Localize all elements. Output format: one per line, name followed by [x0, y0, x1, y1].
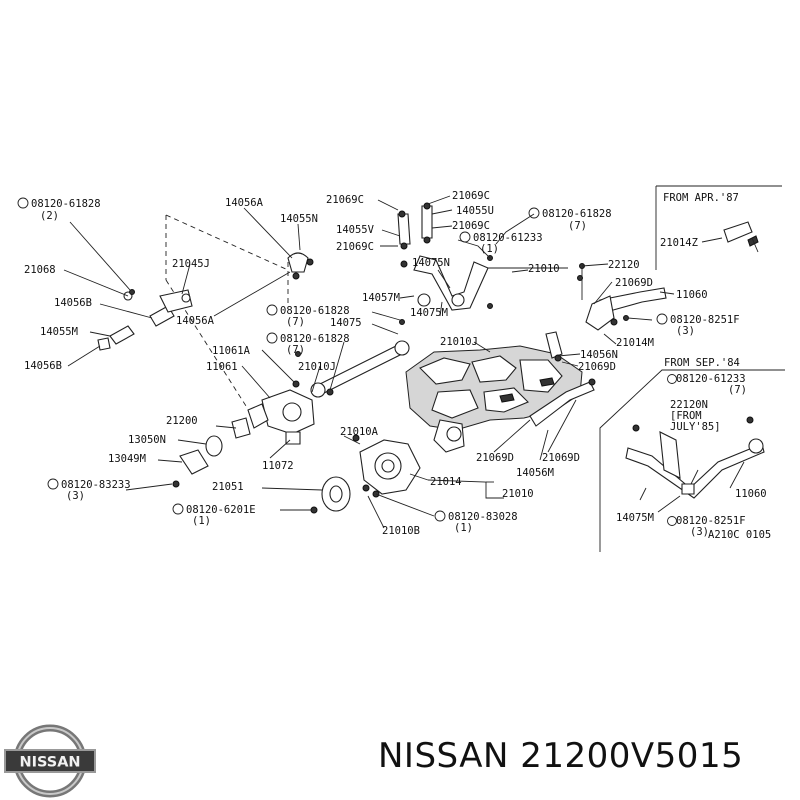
callout-14056a-top: 14056A — [225, 197, 264, 209]
callout-21069c-r: 21069C — [452, 190, 490, 202]
callout-14055v: 14055V — [336, 224, 375, 236]
callout-21014m: 21014M — [616, 337, 654, 349]
callout-11072: 11072 — [262, 460, 294, 472]
callout-13049m: 13049M — [108, 453, 146, 465]
thermostat-parts — [172, 417, 251, 488]
inset-sep84-note-a: 22120N — [670, 399, 708, 411]
callout-14075n: 14075N — [412, 257, 450, 269]
callout-14075: 14075 — [330, 317, 362, 329]
callout-08120-61828-right-qty: (7) — [568, 220, 587, 232]
callout-08120-61828-left-qty: (2) — [40, 210, 59, 222]
callout-08120-6201e-qty: (1) — [192, 515, 211, 527]
callout-11060-right: 11060 — [676, 289, 708, 301]
inset-sep84-bolt-b-qty: (3) — [690, 526, 709, 538]
inset-sep84-bolt-a: 08120-61233 — [676, 373, 746, 385]
callout-22120: 22120 — [608, 259, 640, 271]
callout-21010a: 21010A — [340, 426, 379, 438]
callout-21010b: 21010B — [382, 525, 420, 537]
pipe-14056m — [529, 378, 596, 427]
nissan-logo: NISSAN — [4, 724, 96, 798]
inset-apr87: FROM APR.'87 21014Z — [655, 185, 782, 270]
dashed-guides — [165, 214, 289, 407]
inset-sep84-label: FROM SEP.'84 — [664, 357, 740, 369]
pulley-21051 — [310, 476, 351, 514]
inset-sep84-bolt-b: 08120-8251F — [676, 515, 746, 527]
inset-sep84-bolt-a-qty: (7) — [728, 384, 747, 396]
callout-08120-61828-mid: 08120-61828 — [280, 305, 350, 317]
callout-21069c-r2: 21069C — [452, 220, 490, 232]
inset-sep84-note-c: JULY'85] — [670, 421, 721, 433]
callout-08120-83028: 08120-83028 — [448, 511, 518, 523]
callout-14056m: 14056M — [516, 467, 554, 479]
hose-14056n — [545, 331, 563, 362]
inset-apr87-part: 21014Z — [660, 237, 698, 249]
bolts — [129, 255, 629, 357]
callout-14055u: 14055U — [456, 205, 494, 217]
callout-21069c-a: 21069C — [326, 194, 364, 206]
callout-14075m: 14075M — [410, 307, 448, 319]
callout-08120-6201e: 08120-6201E — [186, 504, 256, 516]
hose-stack — [397, 202, 433, 268]
pipe-14075n — [413, 255, 568, 311]
callout-21069d-bottom: 21069D — [476, 452, 514, 464]
inset-sep84-part-14075m: 14075M — [616, 512, 654, 524]
inset-apr87-label: FROM APR.'87 — [663, 192, 739, 204]
callout-08120-61233-qty: (1) — [480, 243, 499, 255]
thermostat-housing — [247, 380, 334, 445]
callout-21069d-bottom2: 21069D — [542, 452, 580, 464]
callout-14056n: 14056N — [580, 349, 618, 361]
callout-08120-83233-qty: (3) — [66, 490, 85, 502]
callout-08120-8251f-right-qty: (3) — [676, 325, 695, 337]
callout-21014: 21014 — [430, 476, 462, 488]
callout-labels: 08120-61828 (2) 14056A 14055N 21069C 140… — [17, 190, 740, 537]
callout-21045j: 21045J — [172, 258, 210, 270]
callout-08120-8251f-right: 08120-8251F — [670, 314, 740, 326]
logo-text: NISSAN — [19, 755, 80, 771]
pipe-14075 — [310, 340, 410, 398]
callout-13050n: 13050N — [128, 434, 166, 446]
callout-08120-61828-left: 08120-61828 — [31, 198, 101, 210]
inset-sep84-part-11060: 11060 — [735, 488, 767, 500]
engine-block — [405, 345, 583, 453]
callout-08120-83233: 08120-83233 — [61, 479, 131, 491]
callout-08120-61828-right: 08120-61828 — [542, 208, 612, 220]
callout-08120-61828-mid2-qty: (7) — [286, 344, 305, 356]
callout-21010j-a: 21010J — [440, 336, 478, 348]
callout-21010-bottom: 21010 — [502, 488, 534, 500]
callout-14057m: 14057M — [362, 292, 400, 304]
callout-14055m: 14055M — [40, 326, 78, 338]
inset-sep84: FROM SEP.'84 08120-61233 (7) 22120N [FRO… — [599, 357, 785, 552]
callout-08120-61828-mid-qty: (7) — [286, 316, 305, 328]
inset-sep84-ref-code: A210C 0105 — [708, 529, 771, 541]
callout-11061a: 11061A — [212, 345, 251, 357]
part-number-caption: NISSAN 21200V5015 — [378, 736, 744, 776]
callout-21051: 21051 — [212, 481, 244, 493]
callout-21069c-b: 21069C — [336, 241, 374, 253]
callout-08120-61233: 08120-61233 — [473, 232, 543, 244]
pipe-11060 — [579, 263, 667, 331]
callout-14056a-mid: 14056A — [176, 315, 215, 327]
callout-14056b-a: 14056B — [54, 297, 92, 309]
callout-21069d-right: 21069D — [615, 277, 653, 289]
callout-21200: 21200 — [166, 415, 198, 427]
callout-14055n-top: 14055N — [280, 213, 318, 225]
callout-21010j-b: 21010J — [298, 361, 336, 373]
callout-08120-83028-qty: (1) — [454, 522, 473, 534]
callout-21068: 21068 — [24, 264, 56, 276]
callout-08120-61828-mid2: 08120-61828 — [280, 333, 350, 345]
inset-sep84-note-b: [FROM — [670, 410, 702, 422]
water-pump — [352, 434, 421, 498]
callout-11061: 11061 — [206, 361, 238, 373]
callout-21010-mid: 21010 — [528, 263, 560, 275]
callout-14056b-b: 14056B — [24, 360, 62, 372]
callout-21069d-mid: 21069D — [578, 361, 616, 373]
